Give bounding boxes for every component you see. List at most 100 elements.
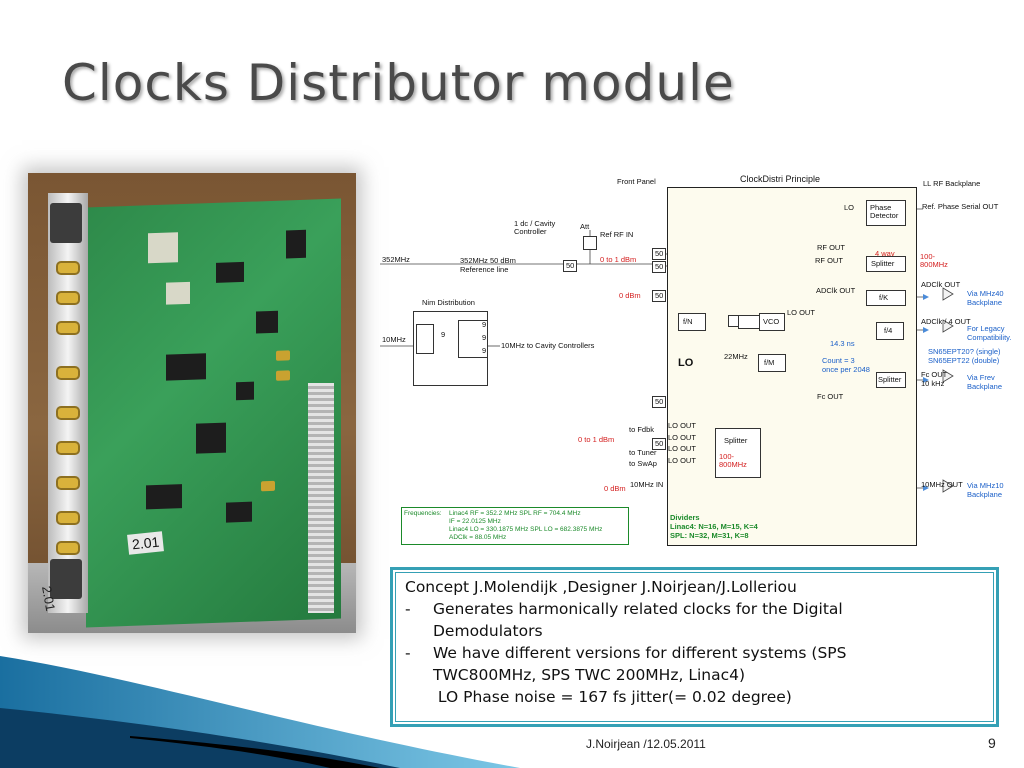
divider-n-label: f/N	[683, 317, 693, 326]
panel-handle-top	[50, 203, 82, 243]
sma-connector	[58, 443, 78, 453]
nim-distribution-label: Nim Distribution	[422, 298, 475, 307]
four-way-label: 4 way	[875, 249, 895, 258]
component	[196, 422, 226, 454]
bullet-1-text-a: Generates harmonically related clocks fo…	[433, 600, 843, 618]
lo-out-internal-label: LO OUT	[787, 308, 815, 317]
to-fdbk-label: to Fdbk	[629, 425, 655, 434]
port-50-box: 50	[652, 261, 666, 273]
module-frame	[667, 187, 917, 546]
termination-50-label: 50	[566, 261, 575, 270]
sma-connector	[58, 543, 78, 553]
component	[216, 261, 244, 283]
input-352-label: 352MHz	[382, 255, 410, 264]
delay-label: 14.3 ns	[830, 339, 855, 348]
component	[166, 281, 190, 305]
count-label: Count = 3	[822, 356, 855, 365]
port-50-label: 50	[655, 397, 664, 406]
bullet-2-text-a: We have different versions for different…	[433, 644, 847, 662]
bullet-dash: -	[405, 600, 411, 618]
nim-count-label: 9	[441, 330, 446, 339]
page-number: 9	[988, 735, 996, 751]
component	[256, 310, 278, 334]
fc-out-label: Fc OUT	[921, 370, 948, 379]
via-mhz10-label: Via MHz10	[967, 481, 1004, 490]
nim-output-count-2: 9	[482, 333, 487, 342]
notes-phase-noise: LO Phase noise = 167 fs jitter(= 0.02 de…	[433, 688, 792, 706]
diagram-title: ClockDistri Principle	[740, 174, 821, 184]
sn65-double-label: SN65EPT22 (double)	[928, 356, 1000, 365]
fc-splitter-box: Splitter	[876, 372, 906, 388]
front-panel-label: Front Panel	[617, 177, 656, 186]
ref-level-label: 0 to 1 dBm	[600, 255, 637, 264]
attenuator-box	[583, 236, 597, 250]
frequencies-line3: Linac4 LO = 330.1875 MHz SPL LO = 682.38…	[449, 526, 603, 533]
bullet-1-text-b: Demodulators	[433, 622, 543, 640]
component	[226, 501, 252, 523]
reference-line-label: Reference line	[460, 265, 509, 274]
nim-driver-box	[416, 324, 434, 354]
rf-out-label-2: RF OUT	[815, 256, 843, 265]
sma-connector	[58, 293, 78, 303]
port-50-box: 50	[652, 290, 666, 302]
divider-m-label: f/M	[764, 358, 775, 367]
adclk-out-internal-label: ADClk OUT	[816, 286, 856, 295]
if-22mhz-label: 22MHz	[724, 352, 748, 361]
adclk-level-label: 0 dBm	[619, 291, 641, 300]
frequencies-line4: ADClk = 88.05 MHz	[449, 534, 507, 541]
footer-swoosh	[0, 656, 520, 768]
phase-detector-box: Phase Detector	[866, 200, 906, 226]
port-50-label: 50	[655, 249, 664, 258]
block-diagram: Front Panel ClockDistri Principle LL RF …	[378, 170, 1011, 555]
backplane-label-2: Backplane	[967, 382, 1003, 391]
sma-connector	[58, 368, 78, 378]
rf-splitter-box: Splitter	[866, 256, 906, 272]
frequencies-box: Frequencies: Linac4 RF = 352.2 MHz SPL R…	[401, 507, 629, 545]
sn65-single-label: SN65EPT20? (single)	[928, 347, 1001, 356]
front-panel	[48, 193, 88, 613]
mhz10-level-label: 0 dBm	[604, 484, 626, 493]
component	[276, 370, 290, 381]
lo-out-2: LO OUT	[668, 433, 696, 442]
sma-connector	[58, 263, 78, 273]
port-50-box: 50	[652, 396, 666, 408]
ref-phase-serial-out-label: Ref. Phase Serial OUT	[922, 202, 999, 211]
component	[166, 353, 206, 381]
output-10mhz-out-label: 10MHz OUT	[921, 480, 963, 489]
frequencies-line2: IF = 22.0125 MHz	[449, 518, 501, 525]
att-label: Att	[580, 222, 590, 231]
pcb-board	[86, 198, 341, 628]
lo-level-label: 0 to 1 dBm	[578, 435, 615, 444]
adclk-div4-out-label: ADClk / 4 OUT	[921, 317, 971, 326]
termination-50-box: 50	[563, 260, 577, 272]
notes-credit: Concept J.Molendijk ,Designer J.Noirjean…	[405, 578, 797, 596]
backplane-label-3: Backplane	[967, 490, 1003, 499]
lo-label: LO	[844, 203, 855, 212]
component	[276, 350, 290, 361]
divider-m-box: f/M	[758, 354, 786, 372]
nim-fanout-box	[458, 320, 488, 358]
ll-rf-backplane-label: LL RF Backplane	[923, 179, 981, 188]
component	[286, 229, 306, 259]
divider-4-label: f/4	[884, 326, 893, 335]
bullet-dash: -	[405, 644, 411, 662]
via-mhz40-label: Via MHz40	[967, 289, 1004, 298]
divider-k-label: f/K	[879, 293, 889, 302]
cavity-controllers-label: 10MHz to Cavity Controllers	[501, 341, 595, 350]
panel-handle-bottom	[50, 559, 82, 599]
port-50-label: 50	[655, 439, 664, 448]
notes-bullet-2: - We have different versions for differen…	[405, 642, 984, 664]
backplane-label: Backplane	[967, 298, 1003, 307]
bullet-2-text-b: TWC800MHz, SPS TWC 200MHz, Linac4)	[433, 666, 746, 684]
fc-out-internal-label: Fc OUT	[817, 392, 844, 401]
board-label: 2.01	[127, 531, 165, 555]
to-swap-label: to SwAp	[629, 459, 657, 468]
cavity-controller-label: 1 dc / Cavity Controller	[514, 219, 556, 237]
for-legacy-label: For Legacy	[967, 324, 1005, 333]
ref-rf-in-label: Ref RF IN	[600, 230, 634, 239]
notes-bullet-1: - Generates harmonically related clocks f…	[405, 598, 984, 620]
component	[236, 381, 254, 401]
lo-out-1: LO OUT	[668, 421, 696, 430]
backplane-connector	[308, 383, 334, 613]
lo-splitter-label: Splitter	[724, 436, 748, 445]
